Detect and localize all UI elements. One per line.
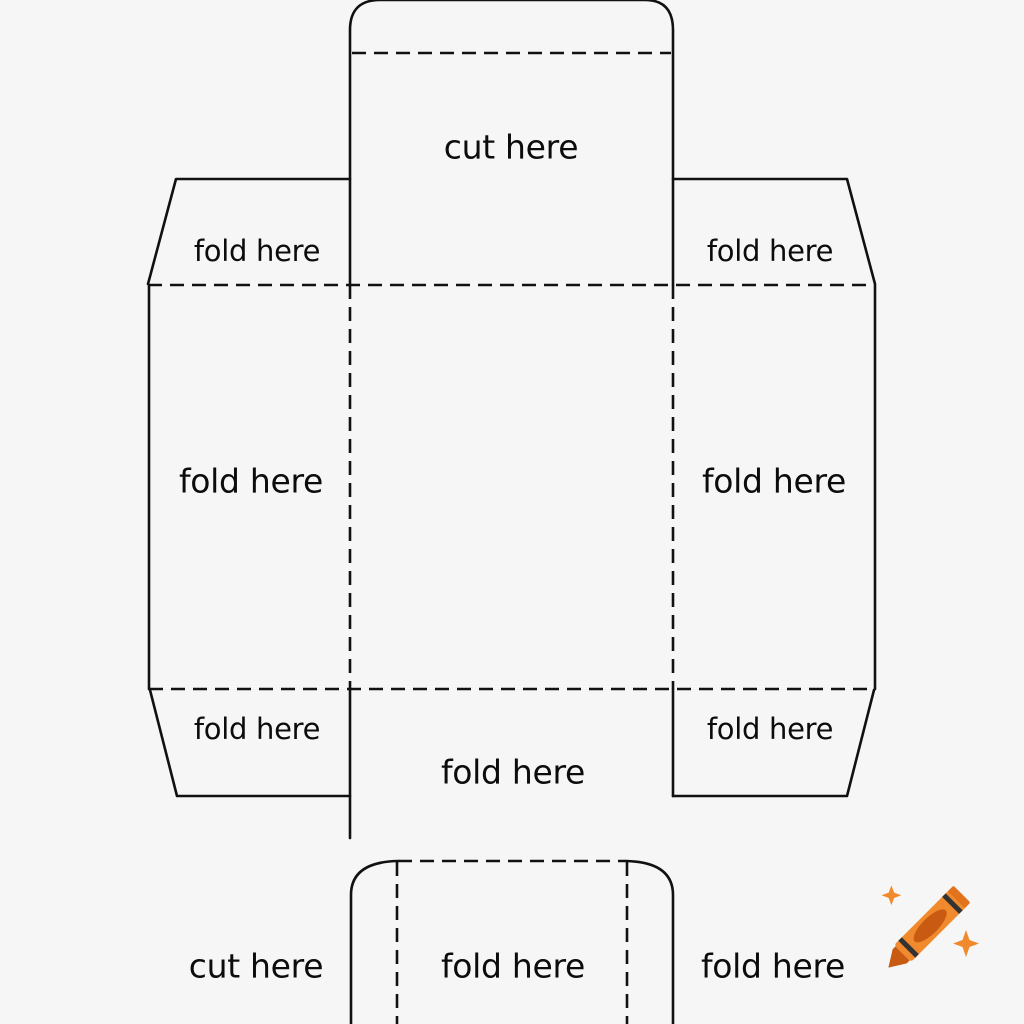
top-left-tab-outline: [146, 177, 352, 286]
label-top-flap: cut here: [443, 127, 579, 167]
bottom-left-tab-outline: [148, 688, 352, 798]
label-bottom-flap: fold here: [440, 946, 586, 986]
label-bottom-right-tab: fold here: [706, 712, 834, 746]
top-flap-outline: [348, 0, 675, 287]
label-bottom-panel: fold here: [440, 752, 586, 792]
label-right-side: fold here: [701, 461, 847, 501]
label-left-side: fold here: [178, 461, 324, 501]
sparkle-icon: [953, 930, 979, 957]
bottom-right-tab-outline: [671, 688, 876, 798]
top-right-tab-outline: [671, 177, 877, 286]
label-top-left-tab: fold here: [193, 234, 321, 268]
crayon-icon: [881, 885, 979, 968]
bottom-flap-outline: [349, 859, 675, 1024]
label-bottom-left-tab: fold here: [193, 712, 321, 746]
sparkle-icon: [881, 885, 902, 906]
label-bottom-left-outside: cut here: [188, 946, 324, 986]
label-bottom-right-outside: fold here: [700, 946, 846, 986]
label-top-right-tab: fold here: [706, 234, 834, 268]
